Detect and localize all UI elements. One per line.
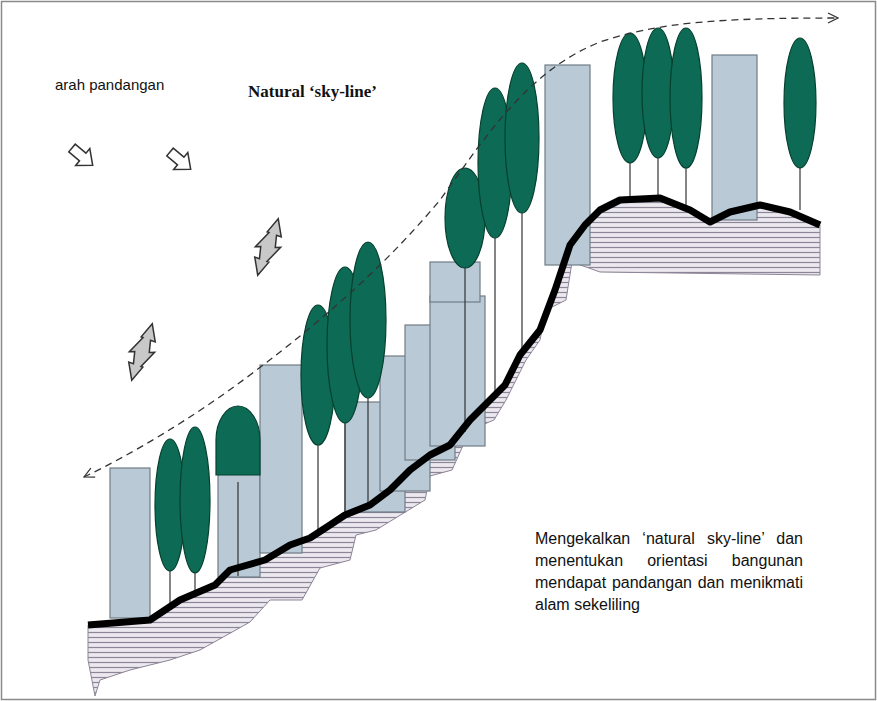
ground-section <box>88 198 820 696</box>
caption-note: Mengekalkan ‘natural sky-line’ dan menen… <box>535 528 803 616</box>
ground-line <box>88 198 820 625</box>
tree-crowns <box>155 28 816 573</box>
view-arrow-double <box>120 320 163 385</box>
view-arrow <box>65 140 100 174</box>
skyline-label: Natural ‘sky-line’ <box>248 82 377 102</box>
view-arrow <box>163 144 198 178</box>
view-direction-label: arah pandangan <box>55 76 164 93</box>
view-arrow-double <box>246 215 289 280</box>
skyline-curve <box>84 18 838 477</box>
